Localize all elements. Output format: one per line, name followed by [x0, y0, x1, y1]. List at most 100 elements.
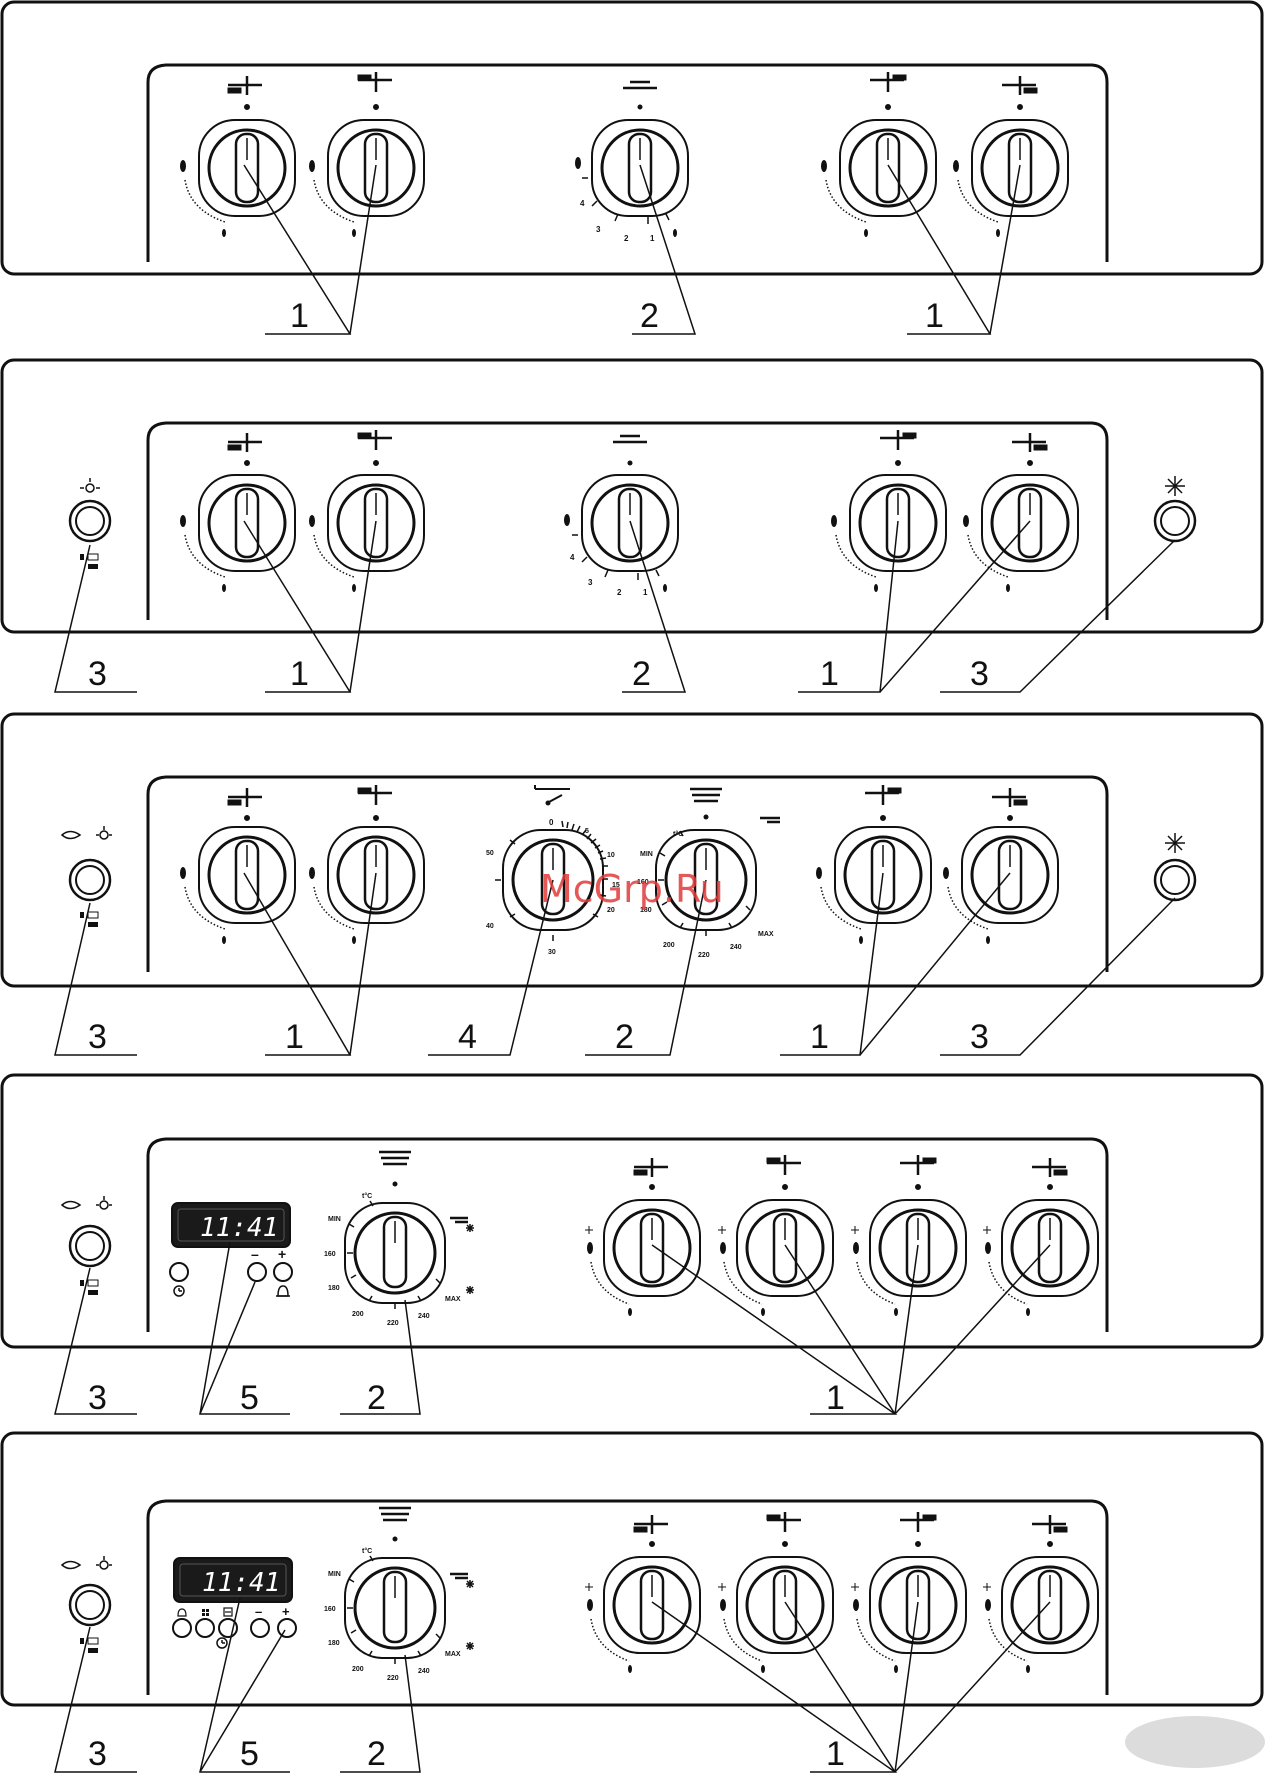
burner-position-icon — [634, 1512, 1067, 1547]
scale-label: 2 — [617, 588, 622, 597]
fan-function-button[interactable] — [196, 1619, 214, 1637]
oven-knob[interactable] — [592, 120, 688, 216]
callout-label: 5 — [240, 1379, 259, 1417]
burner-knob[interactable] — [962, 827, 1058, 923]
plus-label: + — [282, 1604, 290, 1619]
thermostat-label: MIN — [328, 1216, 341, 1223]
callout-label: 5 — [240, 1735, 259, 1773]
oven-element-icon — [690, 789, 780, 822]
callout-label: 1 — [290, 655, 309, 693]
indicator-dot — [638, 105, 643, 110]
scale-label: 4 — [580, 199, 585, 208]
flame-icon — [663, 584, 667, 592]
callout-label: 4 — [458, 1018, 477, 1056]
thermostat-label: 220 — [387, 1675, 399, 1682]
ignition-button[interactable] — [1155, 860, 1195, 900]
spark-icon — [1165, 476, 1185, 496]
minus-label: – — [255, 1604, 262, 1619]
burner-knob[interactable] — [982, 475, 1078, 571]
thermostat-knob[interactable] — [345, 1203, 445, 1303]
burner-knob[interactable] — [199, 475, 295, 571]
light-switch-button[interactable] — [70, 860, 110, 900]
thermostat-label: 180 — [328, 1640, 340, 1647]
thermostat-label: 220 — [698, 952, 710, 959]
burner-knob[interactable] — [604, 1200, 700, 1296]
callout-label: 1 — [826, 1379, 845, 1417]
thermostat-label: MIN — [640, 851, 653, 858]
oven-element-icon — [623, 82, 657, 88]
clock-icon — [217, 1638, 227, 1648]
light-switch-button[interactable] — [70, 1226, 110, 1266]
timer-function-button[interactable] — [173, 1619, 191, 1637]
thermostat-label: MIN — [328, 1571, 341, 1578]
thermostat-label: MAX — [758, 931, 774, 938]
callout-label: 1 — [290, 297, 309, 335]
ignition-button[interactable] — [1155, 501, 1195, 541]
timer-scale-label: 5 — [585, 828, 589, 835]
program-icon — [224, 1608, 232, 1616]
light-switch-button[interactable] — [70, 1585, 110, 1625]
callout-label: 3 — [88, 1735, 107, 1773]
scale-label: 4 — [570, 553, 575, 562]
callout-label: 3 — [88, 655, 107, 693]
fan-star-icon — [466, 1580, 474, 1650]
thermostat-label: 240 — [418, 1313, 430, 1320]
plus-button[interactable] — [278, 1619, 296, 1637]
bell-icon — [178, 1609, 186, 1616]
flame-icon — [673, 229, 677, 237]
panel-5: 11:41 – + t°C MIN 160 — [2, 1433, 1262, 1773]
minus-label: – — [251, 1246, 259, 1262]
minus-button[interactable] — [251, 1619, 269, 1637]
callout-label: 2 — [367, 1735, 386, 1773]
callout-label: 2 — [367, 1379, 386, 1417]
display-time: 11:41 — [202, 1568, 280, 1598]
timer-scale-label: 10 — [607, 852, 615, 859]
callout-label: 1 — [826, 1735, 845, 1773]
thermostat-label: 200 — [352, 1666, 364, 1673]
burner-knob[interactable] — [737, 1200, 833, 1296]
minus-button[interactable] — [248, 1263, 266, 1281]
page-tab — [1125, 1716, 1265, 1768]
indicator-dot — [393, 1182, 398, 1187]
callout-label: 3 — [88, 1379, 107, 1417]
light-switch-button[interactable] — [70, 501, 110, 541]
indicator-dot — [704, 815, 709, 820]
flame-icon — [575, 157, 581, 169]
timer-scale-label: 30 — [548, 949, 556, 956]
burner-knob[interactable] — [199, 827, 295, 923]
thermostat-label: t°C — [362, 1192, 372, 1200]
switch-position-icon — [80, 1638, 98, 1653]
timer-scale-label: 50 — [486, 850, 494, 857]
fan-icon — [202, 1609, 209, 1616]
burner-knob[interactable] — [604, 1557, 700, 1653]
burner-knob[interactable] — [199, 120, 295, 216]
thermostat-knob[interactable] — [345, 1558, 445, 1658]
burner-position-icon — [228, 72, 1037, 110]
burner-knob[interactable] — [737, 1557, 833, 1653]
burner-knob[interactable] — [840, 120, 936, 216]
thermostat-label: MAX — [445, 1651, 461, 1658]
switch-position-icon — [80, 554, 98, 569]
panel-1: 4 3 2 1 1 2 1 — [2, 2, 1262, 335]
clock-display: 11:41 — [172, 1203, 290, 1247]
timer-icon — [535, 785, 570, 805]
lamp-icon — [62, 1196, 112, 1209]
panel-frame — [2, 714, 1262, 986]
plus-button[interactable] — [274, 1263, 292, 1281]
lamp-icon — [62, 826, 112, 839]
panel-2: 4 3 2 1 3 1 2 1 3 — [2, 360, 1262, 693]
plus-label: + — [278, 1246, 286, 1262]
thermostat-label: t°C — [673, 830, 683, 838]
callout-label: 1 — [285, 1018, 304, 1056]
switch-position-icon — [80, 1280, 98, 1295]
scale-label: 3 — [596, 225, 601, 234]
thermostat-label: 160 — [324, 1251, 336, 1258]
clock-button[interactable] — [170, 1263, 188, 1281]
burner-position-icon — [634, 1155, 1067, 1190]
thermostat-label: 200 — [663, 942, 675, 949]
lamp-icon — [62, 1556, 112, 1569]
indicator-dot — [628, 461, 633, 466]
thermostat-label: 160 — [324, 1606, 336, 1613]
watermark-text: McGrp.Ru — [540, 867, 724, 911]
